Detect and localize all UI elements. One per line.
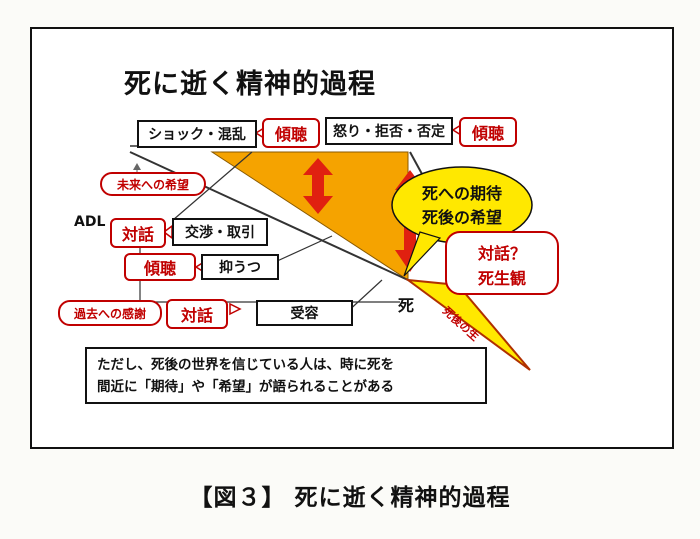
dialogue-question-bubble — [445, 231, 559, 295]
hope-future-callout: 未来への希望 — [100, 172, 206, 196]
gratitude-past-callout: 過去への感謝 — [58, 300, 162, 326]
stage-anger-box: 怒り・拒否・否定 — [325, 117, 453, 145]
stage-shock-box: ショック・混乱 — [137, 120, 257, 148]
stage-bargaining-box: 交渉・取引 — [172, 218, 268, 246]
stage-depression-box: 抑うつ — [201, 254, 279, 280]
stage-acceptance-box: 受容 — [256, 300, 353, 326]
page-title: 死に逝く精神的過程 — [124, 69, 376, 100]
expectation-text-1: 死への期待 — [421, 184, 502, 203]
note-line-2: 間近に「期待」や「希望」が語られることがある — [97, 379, 394, 395]
death-label: 死 — [398, 296, 415, 315]
note-line-1: ただし、死後の世界を信じている人は、時に死を — [97, 357, 394, 373]
afterlife-triangle — [404, 278, 531, 371]
dialogue-callout-1: 対話 — [110, 218, 166, 248]
dialogue-question-text-2: 死生観 — [477, 269, 526, 288]
connector-line-2 — [274, 235, 333, 263]
listening-callout-1: 傾聴 — [262, 118, 320, 148]
figure-caption: 【図３】 死に逝く精神的過程 — [189, 485, 511, 511]
expectation-text-2: 死後の希望 — [421, 208, 502, 227]
dotted-up-arrowhead — [133, 163, 141, 170]
dialogue-callout-2: 対話 — [166, 299, 228, 329]
adl-label: ADL — [74, 214, 106, 230]
listening-callout-2: 傾聴 — [459, 117, 517, 147]
dialogue-question-text-1: 対話？ — [477, 244, 526, 263]
red-arrow-left — [303, 158, 333, 214]
note-box: ただし、死後の世界を信じている人は、時に死を 間近に「期待」や「希望」が語られる… — [85, 347, 487, 404]
listening-callout-3: 傾聴 — [124, 253, 196, 281]
expectation-bubble-tail — [403, 231, 442, 277]
connector-line-1 — [172, 151, 253, 221]
callout-tail-5 — [229, 302, 242, 316]
